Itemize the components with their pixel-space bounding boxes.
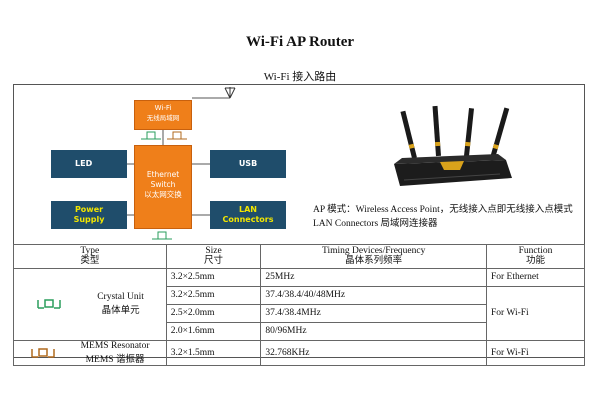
table-row: 2.0×1.6mm 80/96MHz <box>14 321 585 341</box>
mems-resonator-type-cell: MEMS Resonator MEMS 谐振器 <box>13 339 167 366</box>
freq-cell: 80/96MHz <box>260 321 487 341</box>
mems-resonator-name: MEMS Resonator <box>80 340 150 351</box>
header-size-cn: 尺寸 <box>204 256 224 267</box>
crystal-icon <box>36 299 61 310</box>
freq-cell: 32.768KHz <box>260 339 487 366</box>
table-row: Crystal Unit 晶体单元 3.2×2.5mm 25MHz For Et… <box>13 267 586 341</box>
page-title: Wi-Fi AP Router <box>245 34 355 50</box>
size-cell: 2.0×1.6mm <box>165 321 262 341</box>
header-func-en: Function <box>518 246 553 256</box>
lan-label-2: Connectors <box>222 215 274 224</box>
freq-cell: 25MHz <box>260 267 487 287</box>
ethernet-switch-label-1: Ethernet <box>146 170 180 179</box>
wifi-block-label-cn: 无线局域网 <box>146 114 180 122</box>
header-type: Type 类型 <box>13 244 167 269</box>
crystal-unit-name-cn: 晶体单元 <box>101 306 140 317</box>
ethernet-switch-label-cn: 以太网交换 <box>144 190 182 200</box>
crystal-unit-name: Crystal Unit <box>97 292 144 303</box>
ap-mode-description: AP 模式：Wireless Access Point，无线接入点即无线接入点模… <box>313 204 581 232</box>
timing-devices-table: Type 类型 Size 尺寸 Timing Devices/Frequency… <box>13 244 586 366</box>
lan-label-1: LAN <box>239 205 257 214</box>
function-cell: For Ethernet <box>485 267 586 287</box>
diagram-lines <box>127 87 236 216</box>
block-diagram: Wi-Fi 无线局域网 Ethernet Switch 以太网交换 LED US… <box>14 85 314 245</box>
header-freq-en: Timing Devices/Frequency <box>322 246 426 256</box>
ethernet-switch-block: Ethernet Switch 以太网交换 <box>134 145 192 229</box>
power-label-2: Supply <box>73 215 105 224</box>
freq-cell: 37.4/38.4/40/48MHz <box>260 285 487 305</box>
led-block: LED <box>51 150 127 178</box>
header-freq-cn: 晶体系列频率 <box>345 256 403 267</box>
freq-cell: 37.4/38.4MHz <box>260 303 487 323</box>
header-function: Function 功能 <box>485 244 586 269</box>
usb-block: USB <box>210 150 286 178</box>
header-type-cn: 类型 <box>80 256 100 267</box>
mems-resonator-name-cn: MEMS 谐振器 <box>85 354 145 365</box>
power-supply-block: Power Supply <box>51 201 127 229</box>
header-size-en: Size <box>205 246 222 256</box>
ethernet-switch-label-2: Switch <box>150 180 176 190</box>
page-subtitle: Wi-Fi 接入路由 <box>263 71 337 83</box>
lan-connectors-line: LAN Connectors 局域网连接器 <box>313 218 438 229</box>
wifi-block-label: Wi-Fi <box>154 104 172 112</box>
header-type-en: Type <box>80 246 100 256</box>
header-size: Size 尺寸 <box>165 244 262 269</box>
header-func-cn: 功能 <box>525 256 545 267</box>
wifi-crystal-icon <box>141 128 161 140</box>
router-image <box>394 105 512 186</box>
ethernet-crystal-icon <box>152 228 172 240</box>
size-cell: 3.2×2.5mm <box>165 267 262 287</box>
wifi-mems-icon <box>167 128 187 140</box>
ap-mode-line: AP 模式：Wireless Access Point，无线接入点即无线接入点模… <box>313 205 573 215</box>
table-row: MEMS Resonator MEMS 谐振器 3.2×1.5mm 32.768… <box>13 339 586 366</box>
function-cell: For Wi-Fi <box>485 339 586 366</box>
size-cell: 2.5×2.0mm <box>165 303 262 323</box>
header-frequency: Timing Devices/Frequency 晶体系列频率 <box>260 244 487 269</box>
lan-connectors-block: LAN Connectors <box>210 201 286 229</box>
power-label-1: Power <box>74 205 104 214</box>
table-header-row: Type 类型 Size 尺寸 Timing Devices/Frequency… <box>13 244 586 269</box>
crystal-unit-type-cell: Crystal Unit 晶体单元 <box>13 267 167 341</box>
function-cell: For Wi-Fi <box>485 285 586 341</box>
size-cell: 3.2×1.5mm <box>165 339 262 366</box>
wifi-block: Wi-Fi 无线局域网 <box>134 100 192 130</box>
size-cell: 3.2×2.5mm <box>165 285 262 305</box>
mems-icon <box>31 348 55 358</box>
